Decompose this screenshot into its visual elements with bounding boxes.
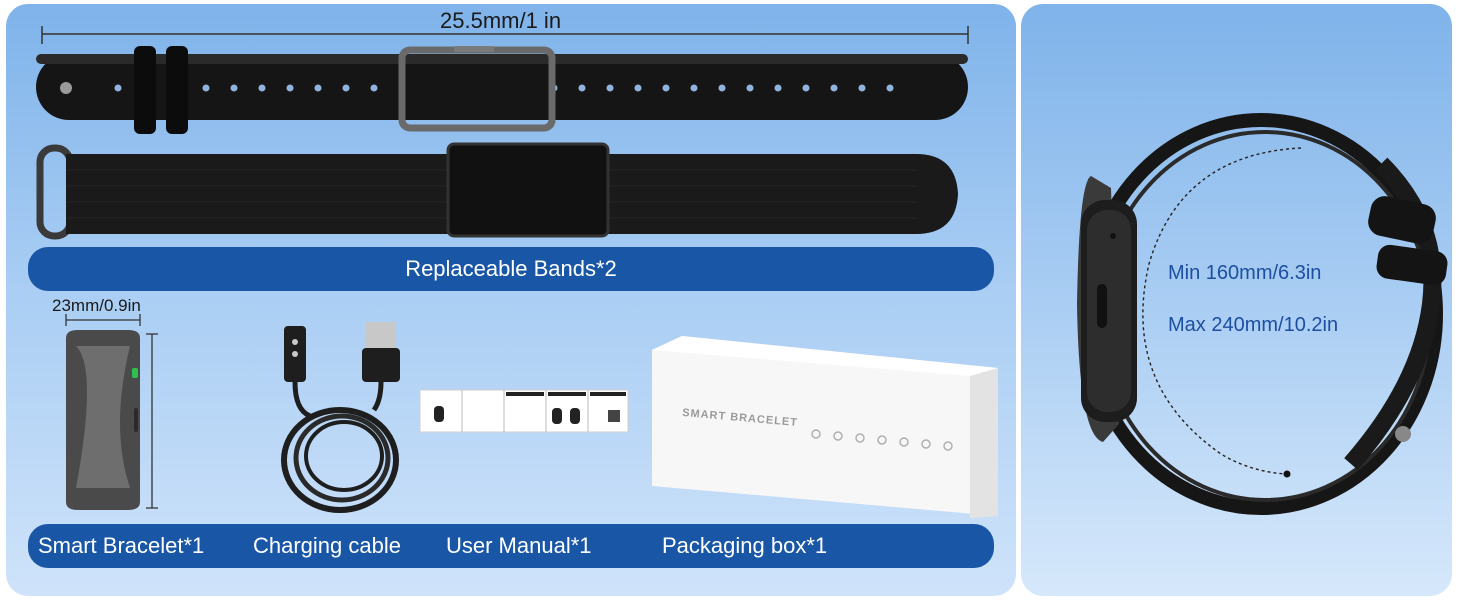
contents-item-box: Packaging box*1 — [662, 533, 828, 558]
contents-item-cable: Charging cable — [253, 533, 401, 558]
charging-cable-image — [281, 322, 400, 513]
strap-min-size: Min 160mm/6.3in — [1168, 262, 1322, 284]
silicone-band-image — [36, 46, 968, 134]
worn-bracelet-image — [1077, 113, 1448, 515]
nylon-band-image — [36, 142, 958, 240]
bracelet-dimension-lines — [65, 314, 158, 509]
replaceable-bands-label: Replaceable Bands*2 — [405, 256, 617, 281]
packaging-box-image: SMART BRACELET — [652, 336, 998, 518]
user-manual-image — [420, 389, 629, 433]
contents-item-manual: User Manual*1 — [446, 533, 592, 558]
band-width-label: 25.5mm/1 in — [440, 8, 562, 33]
band-width-dimension-line — [41, 26, 969, 44]
contents-banner: Smart Bracelet*1 Charging cable User Man… — [28, 524, 994, 568]
replaceable-bands-banner: Replaceable Bands*2 — [28, 247, 994, 291]
bracelet-width-label: 23mm/0.9in — [52, 296, 141, 315]
smart-bracelet-image — [66, 330, 140, 510]
contents-item-bracelet: Smart Bracelet*1 — [38, 533, 205, 558]
strap-max-size: Max 240mm/10.2in — [1168, 314, 1339, 336]
